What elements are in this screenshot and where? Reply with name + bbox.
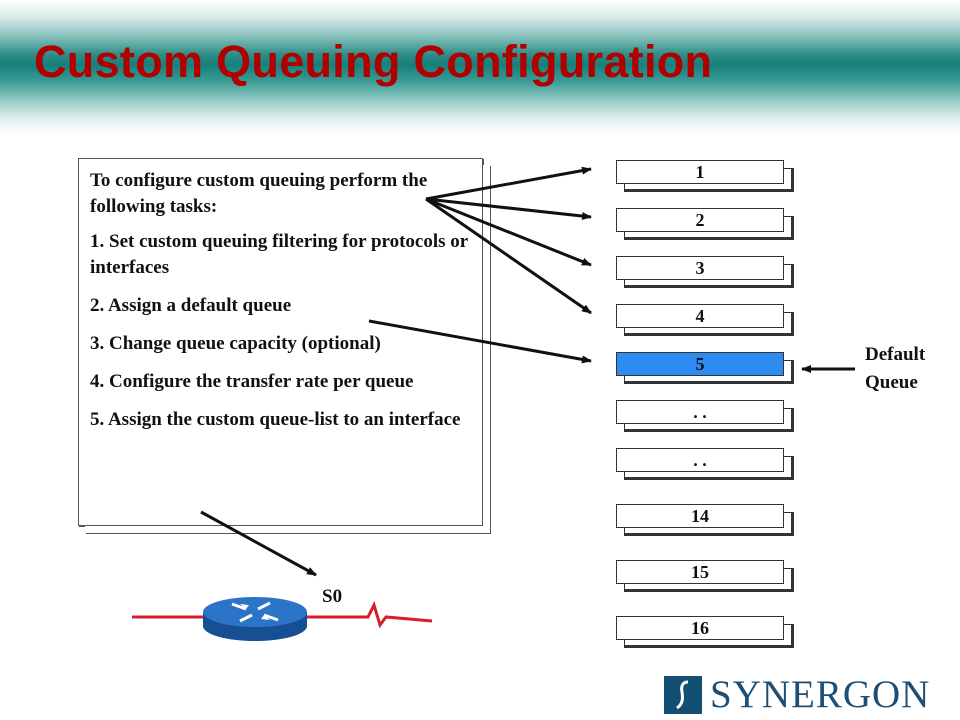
queue-1: 1 (616, 160, 794, 192)
serial-link (132, 600, 433, 629)
arrow-to-queue-3 (425, 197, 592, 267)
queue-4: 4 (616, 304, 794, 336)
queue-label: 2 (616, 208, 784, 232)
task-intro: To configure custom queuing perform the … (90, 170, 428, 217)
logo-text: SYNERGON (710, 673, 931, 716)
queue-3: 3 (616, 256, 794, 288)
queue-label: 16 (616, 616, 784, 640)
queue-label: . . (616, 400, 784, 424)
queue-14: 14 (616, 504, 794, 536)
queue-label: 5 (616, 352, 784, 376)
queue-ellipsis-2: . . (616, 448, 794, 480)
interface-label: S0 (322, 586, 343, 607)
synergon-logo-mark-icon (664, 676, 702, 714)
queue-label: 15 (616, 560, 784, 584)
queue-label: 14 (616, 504, 784, 528)
router-icon (203, 597, 307, 641)
task-list-box: To configure custom queuing perform the … (78, 158, 483, 526)
arrow-to-queue-1 (425, 166, 592, 201)
task-item-4: 4. Configure the transfer rate per queue (90, 371, 414, 392)
arrow-to-interface (200, 510, 317, 577)
task-item-3: 3. Change queue capacity (optional) (90, 333, 381, 354)
arrow-to-queue-4 (425, 197, 592, 315)
queue-15: 15 (616, 560, 794, 592)
queue-label: 1 (616, 160, 784, 184)
synergon-logo: SYNERGON (664, 673, 954, 716)
task-item-1: 1. Set custom queuing filtering for prot… (90, 231, 468, 278)
queue-label: 3 (616, 256, 784, 280)
default-queue-label: Default Queue (865, 344, 926, 393)
arrow-to-default-queue (368, 319, 592, 364)
queue-2: 2 (616, 208, 794, 240)
arrow-to-queue-2 (425, 197, 592, 221)
task-item-5: 5. Assign the custom queue-list to an in… (90, 409, 461, 430)
queue-16: 16 (616, 616, 794, 648)
queue-label: . . (616, 448, 784, 472)
queue-5-default: 5 (616, 352, 794, 384)
header-band (0, 0, 960, 135)
task-item-2: 2. Assign a default queue (90, 295, 292, 316)
queue-label: 4 (616, 304, 784, 328)
slide-title: Custom Queuing Configuration (34, 36, 713, 87)
queue-ellipsis-1: . . (616, 400, 794, 432)
